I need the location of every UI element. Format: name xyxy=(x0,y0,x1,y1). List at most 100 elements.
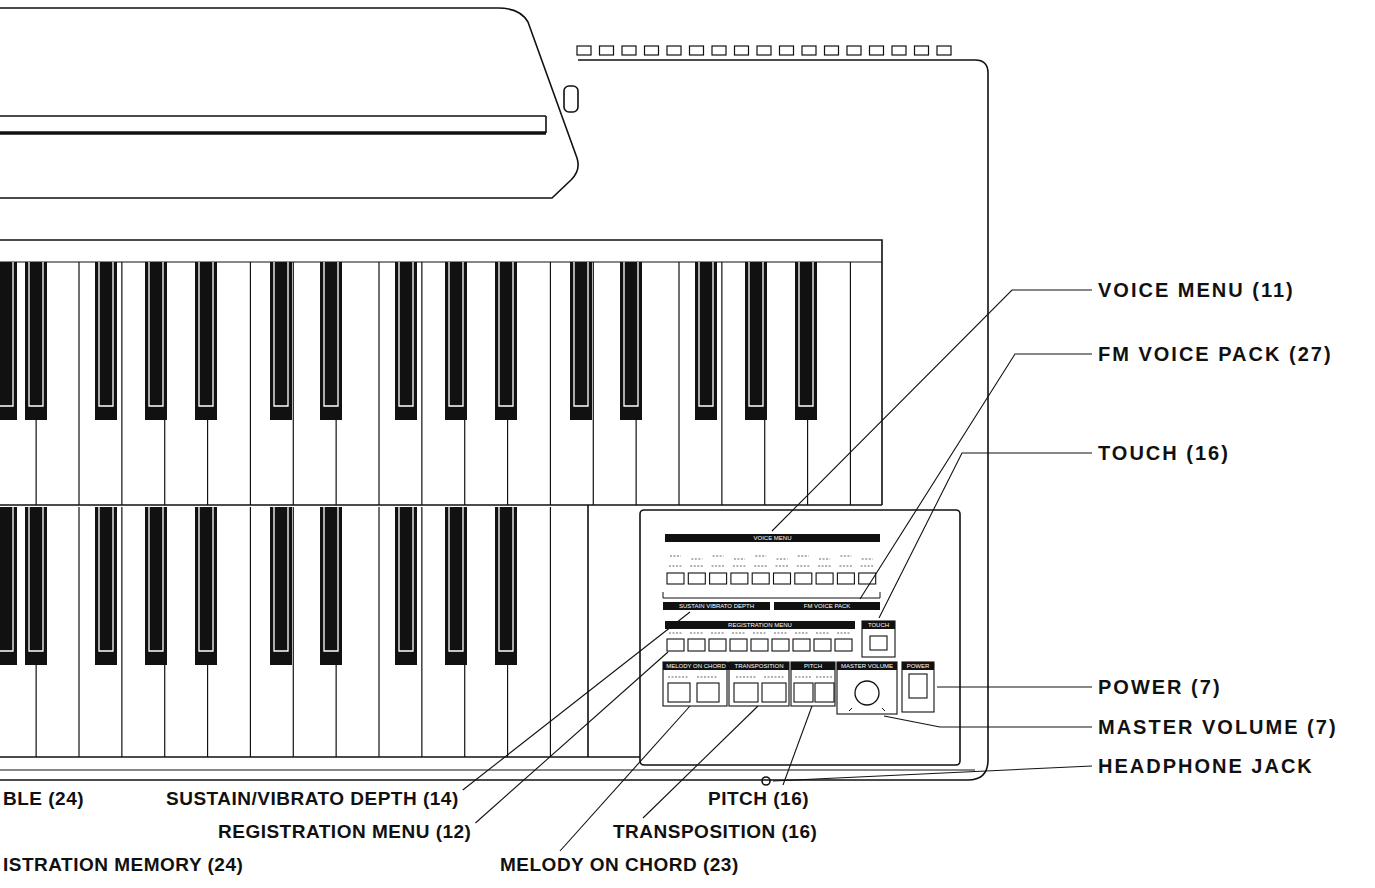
panel-button xyxy=(697,683,719,702)
legend-mark xyxy=(734,559,745,560)
voice-button xyxy=(837,573,854,584)
leader-line xyxy=(463,612,690,790)
black-key xyxy=(270,507,292,665)
key-divider xyxy=(421,507,422,757)
registration-button xyxy=(814,639,831,651)
black-key xyxy=(25,507,47,665)
key-divider xyxy=(121,262,122,505)
panel-button xyxy=(794,683,813,702)
legend-mark xyxy=(713,556,724,557)
callout-label: SUSTAIN/VIBRATO DEPTH (14) xyxy=(166,788,459,809)
black-key-body xyxy=(495,262,517,420)
black-key-body xyxy=(95,507,117,665)
vent xyxy=(802,46,816,55)
panel-button xyxy=(668,683,690,702)
black-key-body xyxy=(270,507,292,665)
panel-heading: MASTER VOLUME xyxy=(837,662,897,670)
black-key-body xyxy=(270,262,292,420)
black-key xyxy=(395,262,417,420)
vent xyxy=(735,46,749,55)
legend-mark xyxy=(861,566,874,567)
black-key xyxy=(495,262,517,420)
black-key-highlight xyxy=(0,507,13,651)
lower-manual-white-keys xyxy=(36,507,550,757)
black-key-body xyxy=(620,262,642,420)
legend-mark xyxy=(736,677,756,678)
black-key xyxy=(95,262,117,420)
vent-row xyxy=(577,46,951,55)
panel-heading: SUSTAIN VIBRATO DEPTH xyxy=(663,602,770,610)
registration-button xyxy=(709,639,726,651)
key-divider xyxy=(121,507,122,757)
black-key-highlight xyxy=(99,507,113,651)
legend-mark xyxy=(774,633,787,634)
voice-button xyxy=(816,573,833,584)
legend-mark xyxy=(837,633,850,634)
panel-section xyxy=(862,621,895,657)
vent xyxy=(622,46,636,55)
panel-section xyxy=(902,662,934,712)
black-key-highlight xyxy=(749,262,763,406)
leader-line xyxy=(937,686,1092,687)
black-key-body xyxy=(395,262,417,420)
black-key xyxy=(0,262,17,420)
legend-mark xyxy=(797,566,810,567)
stand-knob xyxy=(564,86,578,112)
vent xyxy=(690,46,704,55)
instrument-body xyxy=(0,8,988,785)
key-divider xyxy=(421,262,422,505)
black-key-highlight xyxy=(624,262,638,406)
black-key-body xyxy=(745,262,767,420)
leader-lines xyxy=(463,290,1092,851)
panel-heading: PITCH xyxy=(791,662,835,670)
registration-button xyxy=(667,639,684,651)
callout-label: HEADPHONE JACK xyxy=(1098,755,1314,777)
vent xyxy=(870,46,884,55)
callout-label: REGISTRATION MENU (12) xyxy=(218,821,471,842)
voice-button xyxy=(688,573,705,584)
lower-manual-black-keys xyxy=(0,507,517,665)
black-key xyxy=(320,262,342,420)
legend-mark xyxy=(712,566,725,567)
black-key xyxy=(270,262,292,420)
vent xyxy=(667,46,681,55)
control-panel xyxy=(640,510,960,765)
key-divider xyxy=(378,507,379,757)
vent xyxy=(712,46,726,55)
key-divider xyxy=(550,507,551,757)
vent xyxy=(915,46,929,55)
callout-label: MASTER VOLUME (7) xyxy=(1098,716,1338,738)
registration-button xyxy=(730,639,747,651)
legend-mark xyxy=(819,559,830,560)
black-key-body xyxy=(570,262,592,420)
black-key-body xyxy=(145,262,167,420)
black-key-body xyxy=(195,507,217,665)
legend-mark xyxy=(697,677,717,678)
callout-label: VOICE MENU (11) xyxy=(1098,279,1295,301)
vent xyxy=(757,46,771,55)
stand-ledge xyxy=(0,131,546,135)
upper-manual-white-keys xyxy=(36,262,850,505)
key-divider xyxy=(293,507,294,757)
vent xyxy=(645,46,659,55)
key-divider xyxy=(378,262,379,505)
black-key xyxy=(395,507,417,665)
registration-button-group xyxy=(667,639,852,651)
panel-heading: TOUCH xyxy=(862,621,895,629)
black-key-highlight xyxy=(0,262,13,406)
key-divider xyxy=(593,262,594,505)
panel-section-group xyxy=(663,621,934,714)
callout-label: ISTRATION MEMORY (24) xyxy=(3,854,243,875)
black-key xyxy=(445,262,467,420)
legend-mark xyxy=(668,677,688,678)
black-key-body xyxy=(320,507,342,665)
registration-button xyxy=(835,639,852,651)
bracket-line xyxy=(663,592,880,598)
stand-ledge xyxy=(545,116,547,133)
vent xyxy=(600,46,614,55)
black-key xyxy=(145,507,167,665)
registration-button xyxy=(688,639,705,651)
vent xyxy=(892,46,906,55)
callout-label: POWER (7) xyxy=(1098,676,1222,698)
legend-mark xyxy=(691,559,702,560)
